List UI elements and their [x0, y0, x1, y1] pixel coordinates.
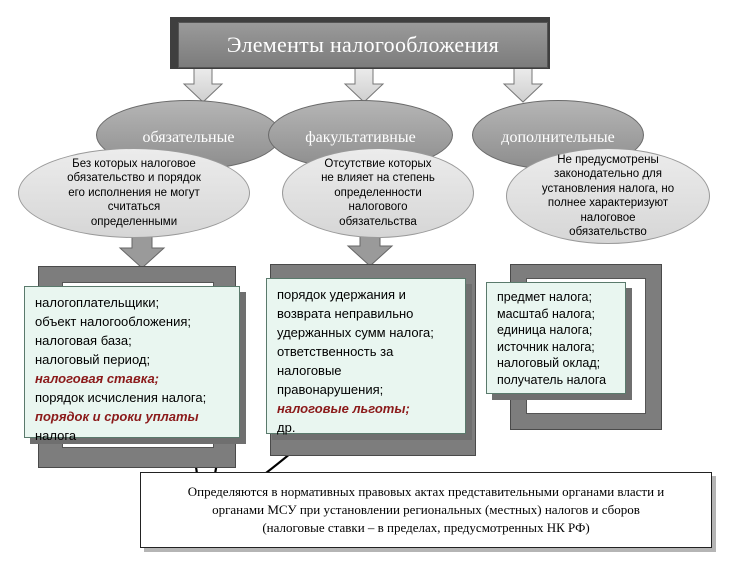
description-additional: Не предусмотрены законодательно для уста…	[506, 148, 710, 244]
desc-line: Не предусмотрены	[557, 153, 659, 166]
list-item: налоговая база;	[35, 333, 132, 348]
list-item: порядок и сроки уплаты	[35, 409, 199, 424]
list-additional: предмет налога; масштаб налога; единица …	[486, 282, 626, 394]
list-item: возврата неправильно	[277, 306, 414, 321]
list-item: получатель налога	[497, 372, 607, 387]
desc-line: обязательства	[339, 215, 417, 228]
desc-line: определенными	[90, 215, 178, 228]
description-mandatory: Без которых налоговое обязательство и по…	[18, 148, 250, 238]
list-item: др.	[277, 420, 296, 435]
list-item: объект налогообложения;	[35, 314, 191, 329]
list-item: налоговый период;	[35, 352, 151, 367]
desc-line: полнее характеризуют	[547, 197, 669, 209]
list-item: налоговые	[277, 363, 342, 378]
desc-line: считаться	[107, 201, 161, 214]
list-item: предмет налога;	[497, 290, 592, 304]
desc-line: налоговое	[580, 211, 636, 224]
desc-line: налогового	[348, 201, 408, 214]
list-item: удержанных сумм налога;	[277, 325, 434, 340]
list-item: источник налога;	[497, 339, 595, 354]
desc-line: Отсутствие которых	[324, 157, 432, 170]
note-line: органами МСУ при установлении региональн…	[212, 502, 640, 517]
list-item: единица налога;	[497, 323, 593, 337]
desc-line: его исполнения не могут	[68, 186, 200, 199]
list-item: налоговая ставка;	[35, 371, 160, 386]
list-item: налогоплательщики;	[35, 295, 160, 310]
desc-line: не влияет на степень	[321, 172, 435, 185]
list-item: налоговый оклад;	[497, 356, 601, 370]
desc-line: обязательство	[569, 226, 647, 238]
desc-line: обязательство и порядок	[67, 172, 201, 185]
list-item: порядок удержания и	[277, 287, 406, 302]
list-item: порядок исчисления налога;	[35, 390, 207, 405]
diagram-title: Элементы налогообложения	[178, 22, 548, 68]
desc-line: законодательно для	[553, 168, 662, 180]
note-box: Определяются в нормативных правовых акта…	[140, 472, 712, 548]
list-item: правонарушения;	[277, 382, 384, 397]
note-line: Определяются в нормативных правовых акта…	[187, 484, 665, 499]
list-item: налоговые льготы;	[277, 401, 410, 416]
desc-line: установления налога, но	[541, 182, 675, 195]
list-mandatory: налогоплательщики; объект налогообложени…	[24, 286, 240, 443]
list-optional: порядок удержания и возврата неправильно…	[266, 278, 466, 435]
list-item: масштаб налога;	[497, 306, 595, 321]
note-line: (налоговые ставки – в пределах, предусмо…	[262, 520, 590, 535]
list-item: ответственность за	[277, 344, 394, 359]
desc-line: определенности	[334, 186, 422, 199]
desc-line: Без которых налоговое	[72, 157, 196, 170]
description-optional: Отсутствие которых не влияет на степень …	[282, 148, 474, 238]
list-item: налога	[35, 428, 77, 443]
